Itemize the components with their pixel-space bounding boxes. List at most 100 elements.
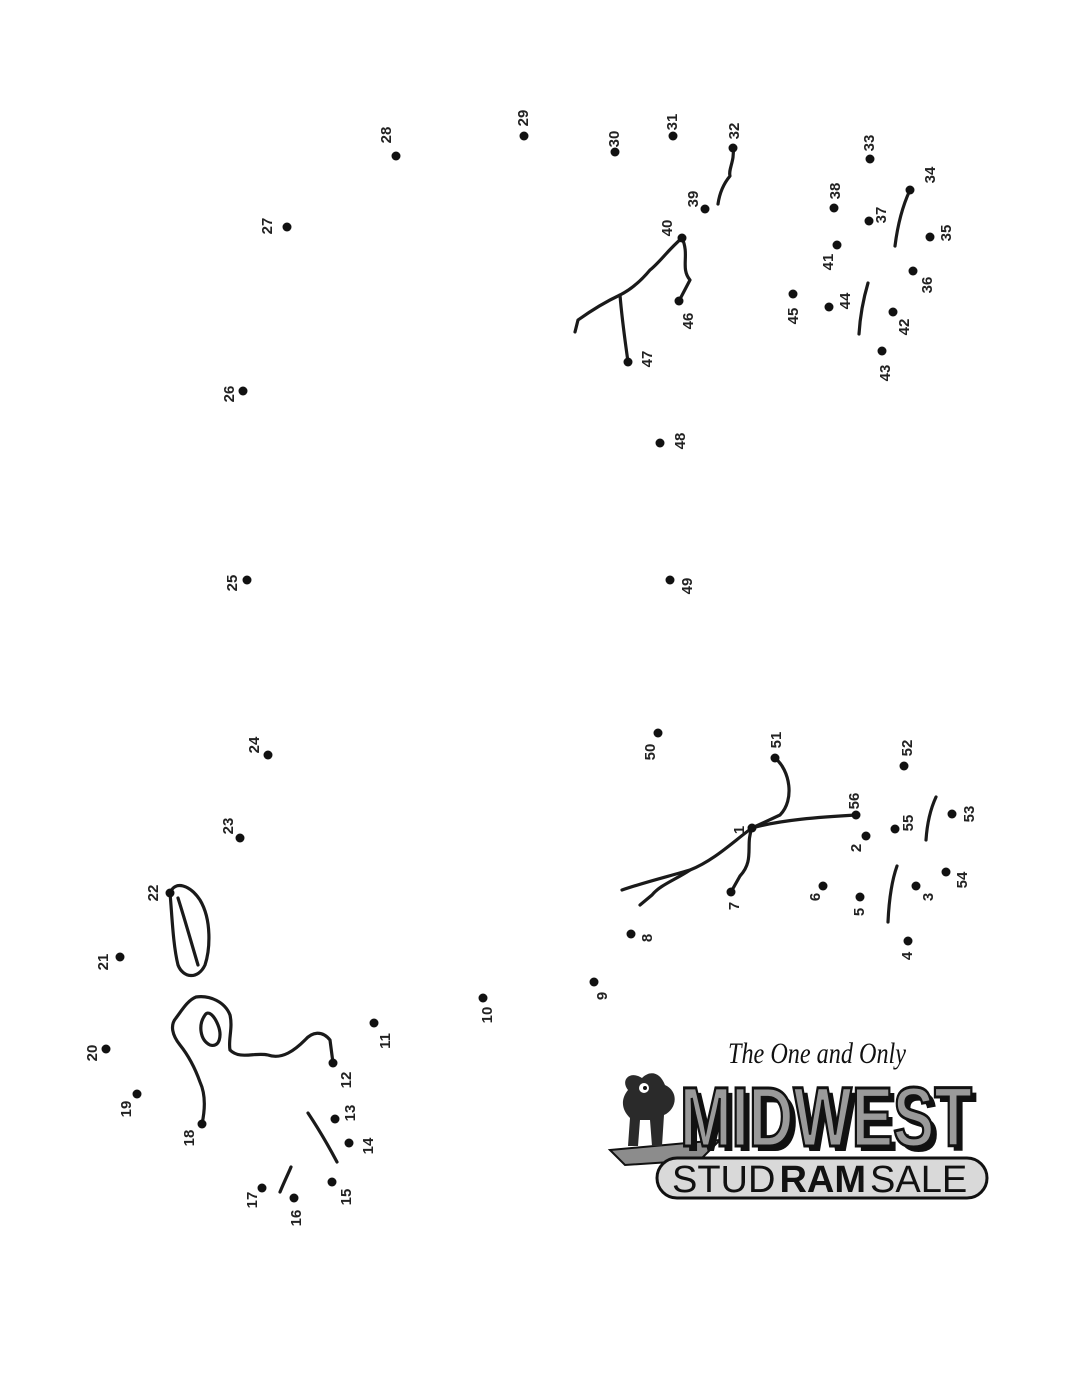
dot-label-21: 21	[95, 954, 112, 971]
ear-line	[176, 896, 200, 967]
dot-label-43: 43	[877, 365, 894, 382]
dot-label-15: 15	[338, 1189, 355, 1206]
dot-label-27: 27	[259, 218, 276, 235]
dot-label-10: 10	[479, 1007, 496, 1024]
numbered-dots: 1234567891011121314151617181920212223242…	[84, 110, 978, 1227]
dot-label-20: 20	[84, 1045, 101, 1062]
dot-label-22: 22	[145, 885, 162, 902]
dot-27	[282, 222, 292, 232]
dot-label-36: 36	[919, 277, 936, 294]
dot-label-24: 24	[246, 736, 263, 753]
dot-label-13: 13	[342, 1105, 359, 1122]
dot-4	[903, 936, 913, 946]
leg-line	[677, 236, 692, 303]
dot-26	[238, 386, 248, 396]
dot-label-7: 7	[726, 902, 743, 910]
leg-line	[750, 756, 791, 830]
dot-label-50: 50	[642, 744, 659, 761]
dot-38	[829, 203, 839, 213]
dot-label-14: 14	[360, 1137, 377, 1154]
hoof-line	[893, 188, 912, 248]
dot-53	[947, 809, 957, 819]
dot-label-16: 16	[288, 1210, 305, 1227]
dot-label-41: 41	[820, 254, 837, 271]
dot-51	[770, 753, 780, 763]
dot-label-39: 39	[685, 191, 702, 208]
logo-title: MIDWEST	[680, 1070, 972, 1164]
dot-label-53: 53	[961, 806, 978, 823]
dot-label-44: 44	[837, 292, 854, 309]
dot-23	[235, 833, 245, 843]
dot-30	[610, 147, 620, 157]
dot-22	[165, 888, 175, 898]
dot-32	[728, 143, 738, 153]
dot-label-49: 49	[679, 578, 696, 595]
leg-line	[716, 146, 735, 206]
dot-49	[665, 575, 675, 585]
leg-line	[638, 868, 692, 907]
pre-drawn-lines	[168, 146, 938, 1194]
dot-2	[861, 831, 871, 841]
dot-11	[369, 1018, 379, 1028]
dot-label-5: 5	[851, 908, 868, 916]
dot-9	[589, 977, 599, 987]
dot-24	[263, 750, 273, 760]
dot-label-33: 33	[861, 135, 878, 152]
dot-label-8: 8	[639, 934, 656, 942]
dot-label-51: 51	[768, 732, 785, 749]
dot-34	[905, 185, 915, 195]
dot-41	[832, 240, 842, 250]
dot-29	[519, 131, 529, 141]
dot-label-4: 4	[899, 951, 916, 960]
dot-16	[289, 1193, 299, 1203]
dot-label-48: 48	[672, 433, 689, 450]
logo-sub-right: SALE	[870, 1159, 967, 1201]
dot-8	[626, 929, 636, 939]
dot-label-11: 11	[377, 1033, 394, 1049]
dot-35	[925, 232, 935, 242]
dot-label-52: 52	[899, 740, 916, 757]
dot-54	[941, 867, 951, 877]
dot-label-56: 56	[846, 793, 863, 810]
logo-banner	[655, 1156, 989, 1200]
eye-line	[199, 1011, 222, 1048]
dot-label-2: 2	[848, 844, 865, 852]
dot-label-55: 55	[900, 815, 917, 832]
dot-48	[655, 438, 665, 448]
dot-44	[824, 302, 834, 312]
logo-tagline: The One and Only	[728, 1037, 907, 1070]
dot-label-9: 9	[594, 992, 611, 1000]
dot-45	[788, 289, 798, 299]
dot-label-40: 40	[659, 220, 676, 237]
dot-label-37: 37	[873, 207, 890, 224]
dot-label-19: 19	[118, 1101, 135, 1118]
dot-28	[391, 151, 401, 161]
dot-42	[888, 307, 898, 317]
dot-18	[197, 1119, 207, 1129]
dot-31	[668, 131, 678, 141]
dot-6	[818, 881, 828, 891]
dot-label-1: 1	[731, 826, 748, 834]
leg-line	[729, 826, 754, 894]
dot-20	[101, 1044, 111, 1054]
dot-52	[899, 761, 909, 771]
ear-line	[168, 883, 211, 978]
dot-7	[726, 887, 736, 897]
dot-33	[865, 154, 875, 164]
leg-line	[573, 236, 684, 334]
dot-56	[851, 810, 861, 820]
logo-sub-bold: RAM	[779, 1159, 866, 1201]
dot-label-47: 47	[639, 351, 656, 368]
dot-43	[877, 346, 887, 356]
dot-label-30: 30	[606, 131, 623, 148]
dot-50	[653, 728, 663, 738]
dot-36	[908, 266, 918, 276]
head-line	[170, 995, 335, 1126]
dot-label-54: 54	[954, 871, 971, 888]
logo-sub-left: STUD	[672, 1159, 775, 1201]
dot-46	[674, 296, 684, 306]
dot-47	[623, 357, 633, 367]
dot-label-18: 18	[181, 1130, 198, 1147]
